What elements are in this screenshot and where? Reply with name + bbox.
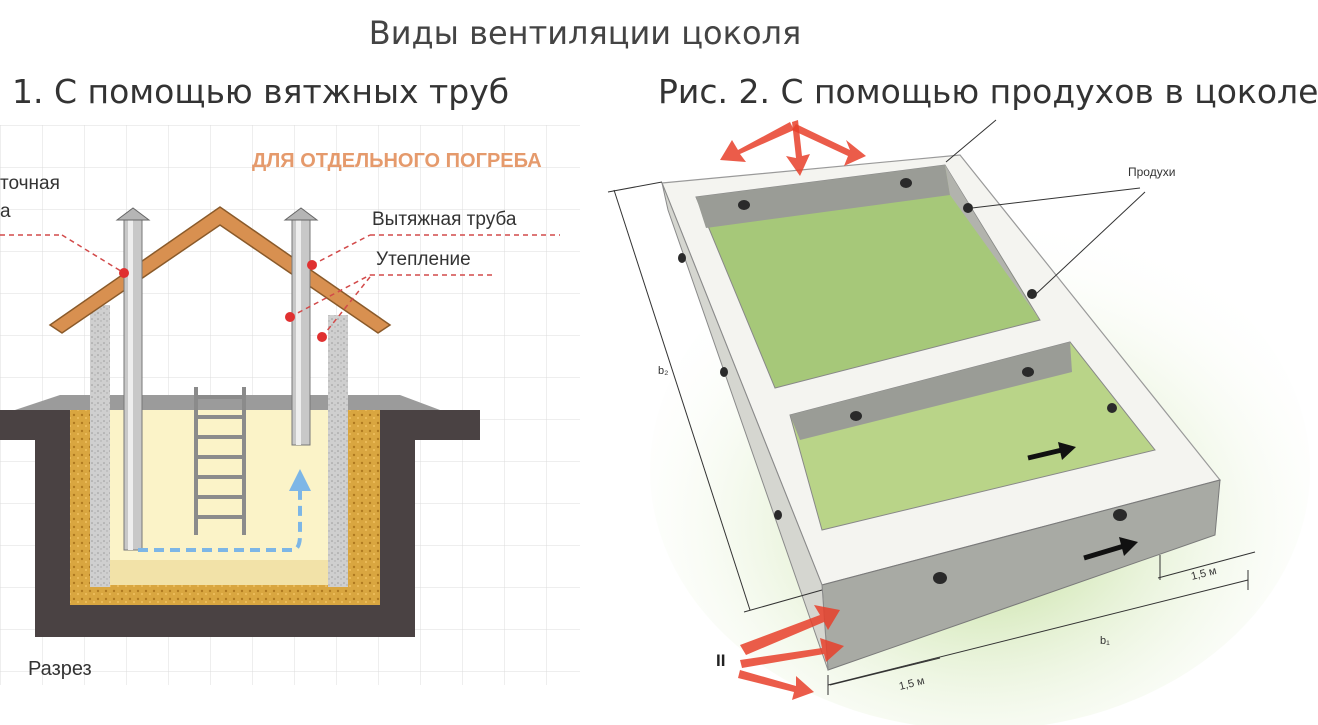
foundation-left-face [661, 182, 829, 671]
cellar-banner: ДЛЯ ОТДЕЛЬНОГО ПОГРЕБА [252, 150, 542, 172]
left-wall [90, 305, 110, 587]
insulation-marker [285, 312, 295, 322]
section-label: Разрез [28, 658, 92, 680]
vent-hole [678, 253, 686, 263]
plinth-vents-figure: Продухи b₂ b₁ 1,5 м 1,5 м II [600, 110, 1310, 725]
vents-leaders [945, 119, 1146, 295]
ladder [194, 387, 246, 535]
vent-hole [1027, 289, 1037, 299]
supply-pipe-label-2: а [0, 201, 11, 222]
vent-hole [720, 367, 728, 377]
wind-arrows-bottom [738, 605, 844, 700]
vent-hole [963, 203, 973, 213]
wind-arrows-top [720, 120, 866, 176]
vents-label: Продухи [1128, 165, 1175, 179]
right-figure-heading: Рис. 2. С помощью продухов в цоколе [658, 72, 1318, 111]
cellar-ventilation-figure: ДЛЯ ОТДЕЛЬНОГО ПОГРЕБА [0, 125, 600, 720]
airflow-arrow-icon [289, 469, 311, 491]
vent-hole [900, 178, 912, 188]
section-ii-label: II [716, 651, 725, 670]
exhaust-pipe-label: Вытяжная труба [372, 209, 517, 230]
cellar-floor [108, 560, 328, 585]
insulation-label: Утепление [376, 249, 471, 270]
vent-hole [933, 572, 947, 584]
dimension-lines [607, 181, 1256, 695]
exhaust-marker [307, 260, 317, 270]
supply-pipe [115, 207, 151, 551]
supply-pipe-label: точная [0, 173, 60, 194]
insulation-marker-2 [317, 332, 327, 342]
vent-hole [1022, 367, 1034, 377]
airflow-arrows [1027, 442, 1138, 561]
airflow-path [138, 487, 302, 552]
b2-label: b₂ [658, 365, 668, 377]
right-wall [328, 315, 348, 587]
arrow-icon [1119, 537, 1138, 556]
slide-title: Виды вентиляции цоколя [368, 14, 802, 52]
plinth-diagram: Продухи b₂ b₁ 1,5 м 1,5 м II [607, 119, 1310, 725]
upper-cell-back-wall [696, 165, 950, 228]
vent-holes [678, 178, 1127, 584]
cellar-diagram: ДЛЯ ОТДЕЛЬНОГО ПОГРЕБА [0, 125, 580, 685]
leader-lines [0, 234, 560, 338]
vent-hole [1107, 403, 1117, 413]
vent-hole [738, 200, 750, 210]
b1-label: b₁ [1100, 635, 1110, 647]
exhaust-pipe [283, 207, 319, 446]
supply-marker [119, 268, 129, 278]
vent-hole [850, 411, 862, 421]
gable-roof [48, 206, 392, 334]
vent-hole [774, 510, 782, 520]
arrow-icon [1058, 442, 1076, 460]
vent-hole [1113, 509, 1127, 521]
left-figure-heading: 1. С помощью вятжных труб [12, 72, 510, 111]
